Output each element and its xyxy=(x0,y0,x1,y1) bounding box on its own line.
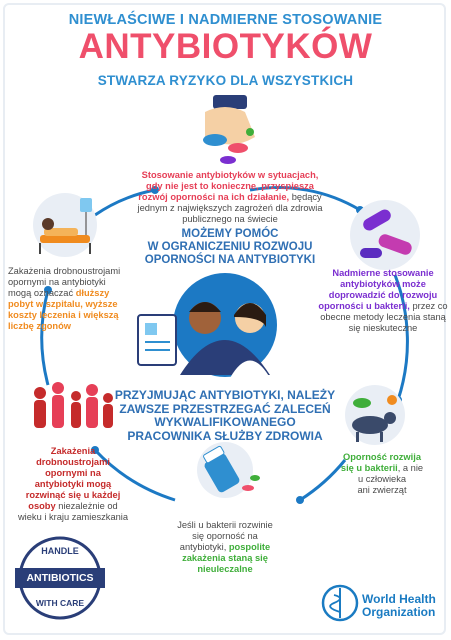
hospital-bed-icon xyxy=(33,193,97,257)
bacteria-icon xyxy=(350,200,420,270)
top-text-block: Stosowanie antybiotyków w sytuacjach, gd… xyxy=(137,170,323,224)
right-text-block: Nadmierne stosowanie antybiotyków może d… xyxy=(318,268,448,333)
badge-top-text: HANDLE xyxy=(41,546,79,556)
page-frame xyxy=(3,3,446,635)
left-text-block: Zakażenia drobnoustrojami opornymi na an… xyxy=(8,266,121,331)
bottom-right-text-block: Oporność rozwija się u bakterii, a nie u… xyxy=(340,452,424,495)
header-line3: STWARZA RYZYKO DLA WSZYSTKICH xyxy=(97,73,354,88)
people-group-icon xyxy=(34,382,113,428)
badge-bottom-text: WITH CARE xyxy=(35,598,85,608)
badge-middle-text: ANTIBIOTICS xyxy=(26,572,94,584)
who-emblem-icon xyxy=(321,584,359,622)
pill-bottle-icon xyxy=(197,442,260,498)
bottom-heading: PRZYJMUJĄC ANTYBIOTYKI, NALEŻY ZAWSZE PR… xyxy=(114,388,336,443)
center-heading: MOŻEMY POMÓC W OGRANICZENIU ROZWOJU OPOR… xyxy=(144,228,316,266)
animals-icon xyxy=(345,385,405,445)
hand-pills-icon xyxy=(203,95,255,164)
who-logo-text: World Health Organization xyxy=(362,592,436,619)
bottom-left-text-block: Zakażenia drobnoustrojami opornymi na an… xyxy=(17,446,129,522)
header-line1: NIEWŁAŚCIWE I NADMIERNE STOSOWANIE xyxy=(68,12,383,28)
bottom-text-block: Jeśli u bakterii rozwinie się oporność n… xyxy=(177,520,273,574)
handle-with-care-badge xyxy=(15,536,105,620)
doctors-illustration xyxy=(137,273,277,378)
header-title: ANTYBIOTYKÓW xyxy=(78,27,373,66)
